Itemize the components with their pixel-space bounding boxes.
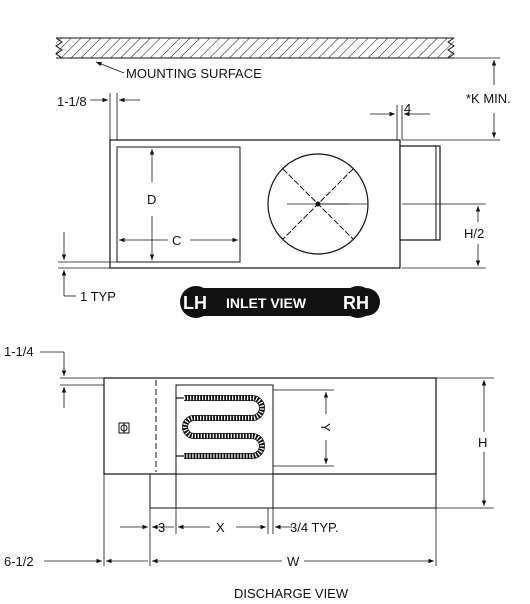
discharge-view-title: DISCHARGE VIEW [234,586,349,601]
inlet-panel [116,146,241,263]
outlet-collar [399,145,441,241]
dim-d-label: D [147,192,156,207]
heating-coil [176,395,265,459]
inlet-view: MOUNTING SURFACE *K MIN. 1-1/8 4 D [55,37,511,318]
inlet-view-badge: LH INLET VIEW RH [180,286,380,318]
dim-6-1-2-label: 6-1/2 [4,554,34,569]
dim-1-typ-label: 1 TYP [80,289,116,304]
mounting-surface [55,37,455,59]
k-min-label: *K MIN. [466,91,511,106]
rh-label: RH [343,293,369,313]
junction-box-icon [118,422,130,434]
dim-1-1-8-label: 1-1/8 [57,94,87,109]
dim-4-label: 4 [404,101,411,116]
dim-y-label: Y [318,423,333,432]
dim-3-4-typ-label: 3/4 TYP. [290,520,339,535]
dim-3-label: 3 [158,520,165,535]
discharge-view: 1-1/4 Y [4,344,494,601]
dim-1-1-4-label: 1-1/4 [4,344,34,359]
dim-c-label: C [172,233,181,248]
lh-label: LH [183,293,207,313]
inlet-view-title: INLET VIEW [226,295,307,311]
dim-w-label: W [287,554,300,569]
fan-wheel [267,153,369,255]
dim-h-label: H [478,435,487,450]
mounting-surface-label: MOUNTING SURFACE [126,66,262,81]
dim-x-label: X [216,520,225,535]
dim-h-half-label: H/2 [464,226,484,241]
